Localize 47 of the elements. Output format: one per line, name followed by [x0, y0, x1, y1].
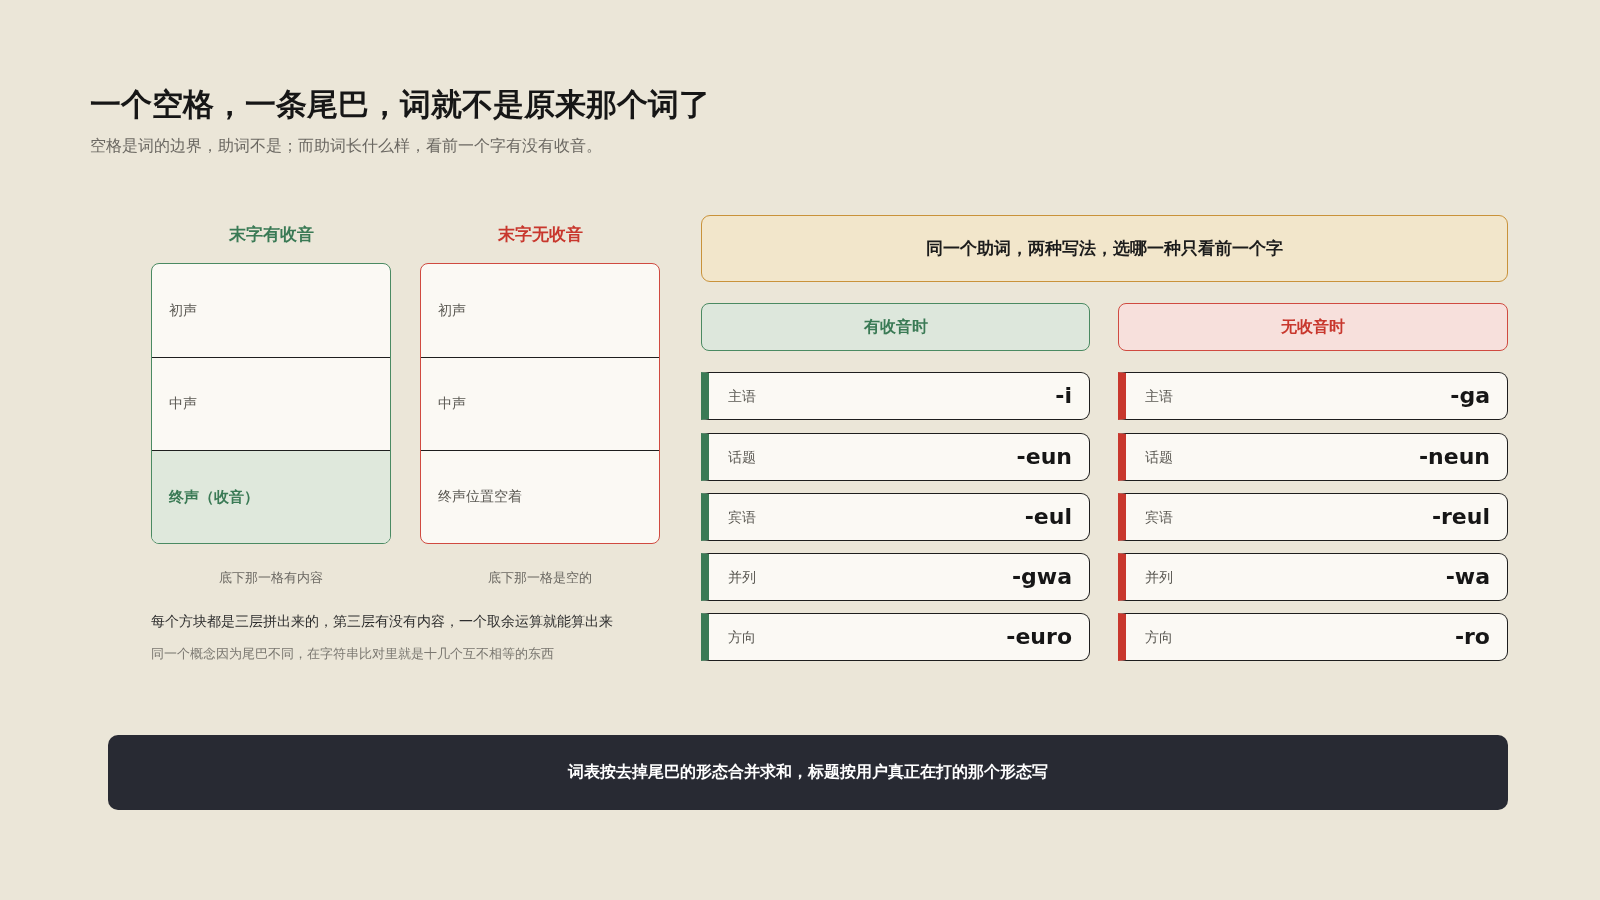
role-label: 主语: [728, 387, 756, 406]
banner: 同一个助词，两种写法，选哪一种只看前一个字: [701, 215, 1508, 282]
particle-suffix: -wa: [1445, 563, 1490, 591]
caption-text: 底下那一格有内容: [219, 569, 323, 587]
role-label: 宾语: [728, 508, 756, 527]
role-label: 并列: [728, 568, 756, 587]
column-header: 无收音时: [1118, 303, 1508, 351]
column-heading: 末字无收音: [497, 223, 583, 246]
particle-row: [701, 553, 1090, 601]
column-heading: 末字有收音: [228, 223, 314, 246]
note-text: 同一个概念因为尾巴不同，在字符串比对里就是十几个互不相等的东西: [151, 645, 554, 663]
role-label: 并列: [1145, 568, 1173, 587]
role-label: 主语: [1145, 387, 1173, 406]
particle-row: [1118, 433, 1508, 481]
particle-suffix: -neun: [1418, 443, 1490, 471]
particle-row: [1118, 613, 1508, 661]
particle-row: [701, 372, 1090, 420]
particle-suffix: -euro: [1006, 623, 1072, 651]
particle-suffix: -eun: [1016, 443, 1072, 471]
subtitle: 空格是词的边界，助词不是；而助词长什么样，看前一个字有没有收音。: [90, 135, 602, 157]
caption-text: 底下那一格是空的: [488, 569, 592, 587]
particle-suffix: -i: [1055, 382, 1072, 410]
particle-row: [701, 433, 1090, 481]
particle-row: [1118, 372, 1508, 420]
particle-suffix: -reul: [1431, 503, 1490, 531]
role-label: 宾语: [1145, 508, 1173, 527]
particle-suffix: -ga: [1450, 382, 1490, 410]
footer-bar: 词表按去掉尾巴的形态合并求和，标题按用户真正在打的那个形态写: [108, 735, 1508, 810]
particle-row: [1118, 553, 1508, 601]
role-label: 方向: [1145, 628, 1173, 647]
particle-row: [701, 613, 1090, 661]
role-label: 话题: [1145, 448, 1173, 467]
title: 一个空格，一条尾巴，词就不是原来那个词了: [90, 85, 710, 124]
syllable-layer: 初声: [421, 264, 659, 357]
particle-suffix: -eul: [1024, 503, 1072, 531]
particle-suffix: -gwa: [1011, 563, 1072, 591]
particle-row: [1118, 493, 1508, 541]
syllable-layer: 初声: [152, 264, 390, 357]
role-label: 方向: [728, 628, 756, 647]
note-text: 每个方块都是三层拼出来的，第三层有没有内容，一个取余运算就能算出来: [151, 612, 613, 631]
syllable-layer: 中声: [421, 357, 659, 450]
particle-row: [701, 493, 1090, 541]
syllable-layer: 终声（收音）: [152, 450, 390, 543]
role-label: 话题: [728, 448, 756, 467]
syllable-layer: 终声位置空着: [421, 450, 659, 543]
column-header: 有收音时: [701, 303, 1090, 351]
particle-suffix: -ro: [1454, 623, 1490, 651]
